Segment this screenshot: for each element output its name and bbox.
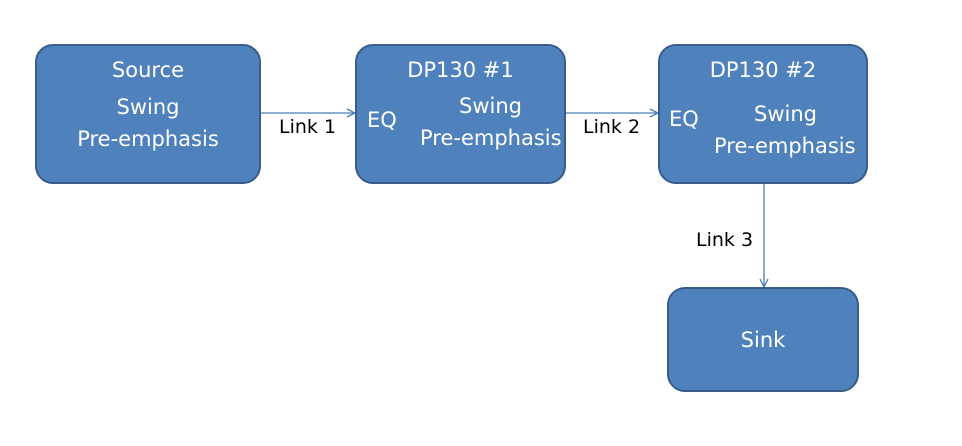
dp130-2-title: DP130 #2 xyxy=(709,58,817,82)
sink-title: Sink xyxy=(740,328,786,352)
dp130-1-eq-label: EQ xyxy=(367,108,397,132)
dp130-1-node: DP130 #1 EQ Swing Pre-emphasis xyxy=(355,44,566,184)
source-title: Source xyxy=(111,58,185,82)
link-2-label: Link 2 xyxy=(583,116,641,138)
sink-node: Sink xyxy=(667,287,859,392)
link-3-label: Link 3 xyxy=(696,229,754,251)
dp130-1-pre-emphasis-label: Pre-emphasis xyxy=(420,126,562,150)
source-node: Source Swing Pre-emphasis xyxy=(35,44,261,184)
dp130-1-title: DP130 #1 xyxy=(407,58,514,82)
dp130-2-swing-label: Swing xyxy=(754,102,817,126)
source-pre-emphasis-label: Pre-emphasis xyxy=(77,127,219,151)
dp130-2-pre-emphasis-label: Pre-emphasis xyxy=(714,134,856,158)
source-swing-label: Swing xyxy=(116,95,180,119)
dp130-2-eq-label: EQ xyxy=(669,107,699,131)
link-1-label: Link 1 xyxy=(279,116,337,138)
dp130-2-node: DP130 #2 EQ Swing Pre-emphasis xyxy=(658,44,868,184)
dp130-1-swing-label: Swing xyxy=(459,94,522,118)
